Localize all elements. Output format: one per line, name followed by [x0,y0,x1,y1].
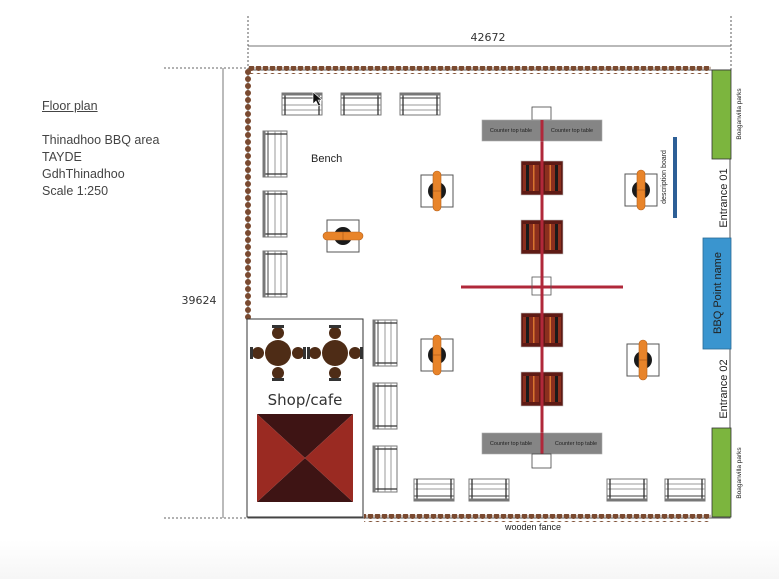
bbq-grill [420,334,454,376]
fence-post [245,300,251,306]
fence-post [245,265,251,271]
fence-post [245,104,251,110]
entrance-01-label: Entrance 01 [718,168,730,227]
dimension-height-label: 39624 [182,294,217,307]
counter-post-bottom [531,453,552,469]
legend-line-scale: Scale 1:250 [42,184,109,198]
bbq-point-label: BBQ Point name [712,252,724,334]
fence-post [245,160,251,166]
fence-post [245,174,251,180]
bench [372,319,398,367]
fence-post [245,181,251,187]
fence-post [245,202,251,208]
bench [413,478,455,502]
legend-line-project: Thinadhoo BBQ area [42,133,160,147]
fence-post [245,97,251,103]
fence-post [245,307,251,313]
fence-post [245,244,251,250]
park-top-label: Boaganvilla parks [736,88,743,140]
fence-post [245,195,251,201]
bench [262,130,288,178]
shop-roof [257,414,353,502]
shop-cafe-label: Shop/cafe [268,391,343,409]
fence-post [245,83,251,89]
fence-post [245,153,251,159]
fence-post [245,251,251,257]
dimension-width: 42672 [247,16,732,70]
bbq-point-sign [702,237,732,350]
fence-post [245,76,251,82]
fence-label: wooden fance [504,522,561,532]
fence-post [245,237,251,243]
fence-post [245,111,251,117]
mouse-cursor-icon [312,91,323,107]
park-bottom [711,427,732,518]
fence-post [245,216,251,222]
counter-label-br: Counter top table [555,441,597,447]
counter-label-tl: Counter top table [490,128,532,134]
legend-line-client: TAYDE [42,150,82,164]
dimension-height: 39624 [164,67,248,519]
fence-post [245,230,251,236]
fence-post [245,125,251,131]
fence-post [245,272,251,278]
bench [262,250,288,298]
park-top [711,69,732,160]
fence-post [245,279,251,285]
bbq-grill [322,219,364,253]
bench [664,478,706,502]
entrance-02-label: Entrance 02 [718,359,730,418]
bench [372,445,398,493]
fence-post [245,223,251,229]
fence-post [245,139,251,145]
dimension-width-label: 42672 [471,31,506,44]
bench [262,190,288,238]
bbq-grill [624,169,658,211]
page-footer-fade [0,540,779,579]
plan-legend: Floor plan Thinadhoo BBQ area TAYDE GdhT… [42,98,159,200]
bench [606,478,648,502]
description-board-label: description board [661,150,668,204]
fence-post [245,293,251,299]
fence-post [245,118,251,124]
description-board [673,137,677,218]
counter-label-tr: Counter top table [551,128,593,134]
bench [399,92,441,116]
fence-post [245,209,251,215]
fence-post [245,132,251,138]
shop-cafe: Shop/cafe [246,318,364,518]
bench [468,478,510,502]
fence-post [245,90,251,96]
wooden-fence [245,66,711,522]
fence-post [245,258,251,264]
fence-post [245,69,251,75]
counter-label-bl: Counter top table [490,441,532,447]
fence-post [245,167,251,173]
bench-label: Bench [311,153,342,165]
fence-post [245,146,251,152]
legend-line-location: GdhThinadhoo [42,167,125,181]
legend-title: Floor plan [42,99,98,113]
bbq-grill [420,170,454,212]
counter-post-top [531,106,552,121]
park-bottom-label: Boaganvilla parks [736,447,743,499]
fence-post [245,188,251,194]
fence-post [245,286,251,292]
bbq-grill [626,339,660,381]
bench [372,382,398,430]
bench [340,92,382,116]
